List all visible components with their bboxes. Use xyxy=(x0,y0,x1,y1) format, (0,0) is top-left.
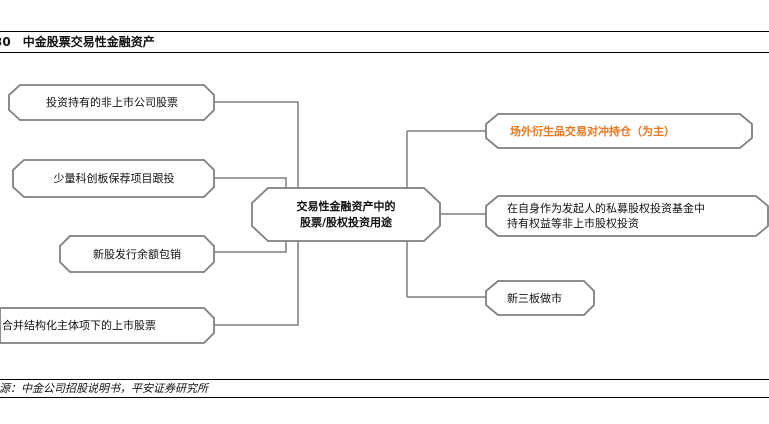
bottom-rule-top xyxy=(0,379,769,380)
node-left-1-label: 投资持有的非上市公司股票 xyxy=(46,96,178,109)
node-right-3-label: 新三板做市 xyxy=(507,291,562,305)
title-underline xyxy=(0,52,769,53)
node-center-line-1: 交易性金融资产中的 xyxy=(296,199,396,213)
node-center: 交易性金融资产中的 股票/股权投资用途 xyxy=(256,190,436,239)
node-shape-right-1 xyxy=(485,113,753,149)
figure-title-text: 中金股票交易性金融资产 xyxy=(22,35,155,49)
node-shape-left-3 xyxy=(59,235,215,273)
node-right-1: 场外衍生品交易对冲持仓（为主） xyxy=(488,114,750,148)
bottom-rule xyxy=(0,397,769,398)
node-center-line-2: 股票/股权投资用途 xyxy=(299,215,393,229)
node-left-2-label: 少量科创板保荐项目跟投 xyxy=(53,172,175,185)
node-shape-left-4 xyxy=(0,307,215,344)
node-left-3-label: 新股发行余额包销 xyxy=(93,247,181,261)
node-left-1: 投资持有的非上市公司股票 xyxy=(12,85,212,120)
node-shape-center xyxy=(251,187,441,242)
node-shape-left-2 xyxy=(12,159,215,198)
figure-number: 30 xyxy=(0,35,11,49)
node-left-3: 新股发行余额包销 xyxy=(62,236,212,272)
node-right-1-label: 场外衍生品交易对冲持仓（为主） xyxy=(510,124,675,138)
figure-title: 30 中金股票交易性金融资产 xyxy=(0,33,769,51)
node-shapes xyxy=(0,84,769,344)
node-right-2: 在自身作为发起人的私募股权投资基金中 持有权益等非上市股权投资 xyxy=(488,196,766,236)
node-shape-right-3 xyxy=(485,280,595,316)
node-right-3: 新三板做市 xyxy=(488,281,592,315)
node-left-4: 合并结构化主体项下的上市股票 xyxy=(0,308,212,343)
node-shape-left-1 xyxy=(8,84,215,121)
node-left-4-label: 合并结构化主体项下的上市股票 xyxy=(2,319,156,332)
top-rule xyxy=(0,31,769,32)
node-right-2-line-2: 持有权益等非上市股权投资 xyxy=(507,217,639,230)
node-left-2: 少量科创板保荐项目跟投 xyxy=(16,160,212,197)
node-right-2-line-1: 在自身作为发起人的私募股权投资基金中 xyxy=(507,202,705,215)
node-shape-right-2 xyxy=(485,195,769,237)
source-note: 来源：中金公司招股说明书，平安证券研究所 xyxy=(0,382,208,395)
